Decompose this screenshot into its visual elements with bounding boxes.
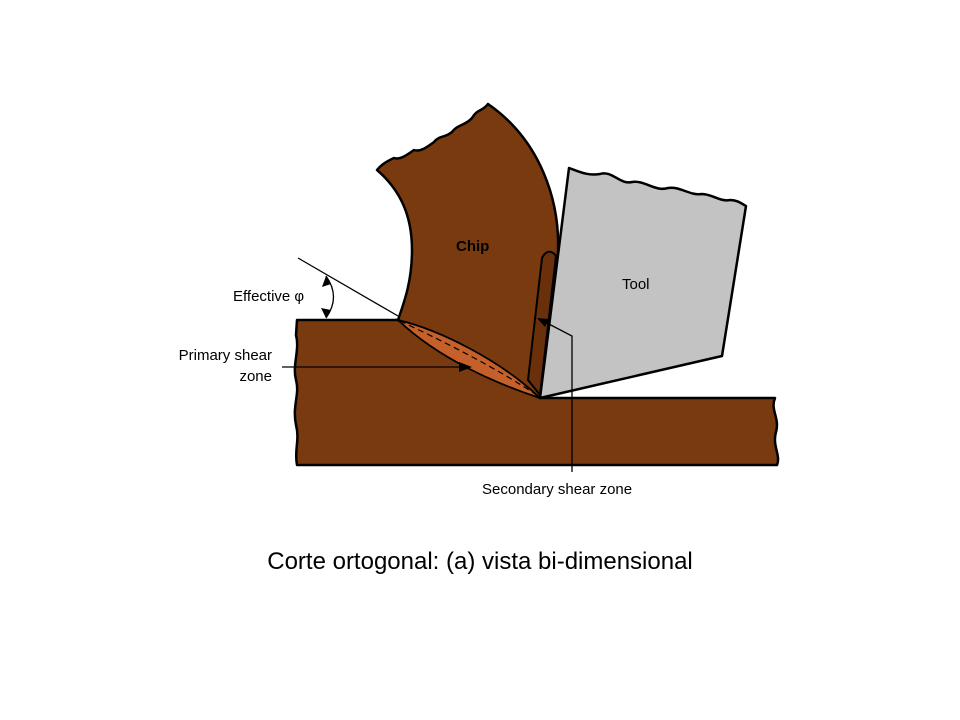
primary-shear-label-line1: Primary shear bbox=[179, 347, 272, 364]
shear-plane-dashed-line bbox=[399, 320, 539, 397]
secondary-shear-leader bbox=[544, 321, 573, 472]
phi-arc bbox=[325, 275, 335, 319]
primary-shear-arrowhead bbox=[459, 362, 472, 372]
chip-label: Chip bbox=[456, 238, 489, 255]
chip bbox=[375, 102, 560, 400]
figure-caption: Corte ortogonal: (a) vista bi-dimensiona… bbox=[267, 548, 693, 575]
primary-shear-zone-band bbox=[394, 318, 541, 399]
shear-angle-reference-line bbox=[297, 257, 399, 317]
tool-label: Tool bbox=[622, 276, 650, 293]
workpiece bbox=[293, 318, 780, 467]
phi-arrowhead-bottom bbox=[321, 308, 331, 318]
primary-shear-label-line2: zone bbox=[239, 368, 272, 385]
tool bbox=[538, 166, 748, 400]
secondary-shear-label: Secondary shear zone bbox=[482, 481, 632, 498]
phi-arrowhead-top bbox=[322, 276, 331, 287]
secondary-shear-arrowhead bbox=[537, 318, 549, 327]
effective-phi-label: Effective φ bbox=[233, 288, 304, 305]
